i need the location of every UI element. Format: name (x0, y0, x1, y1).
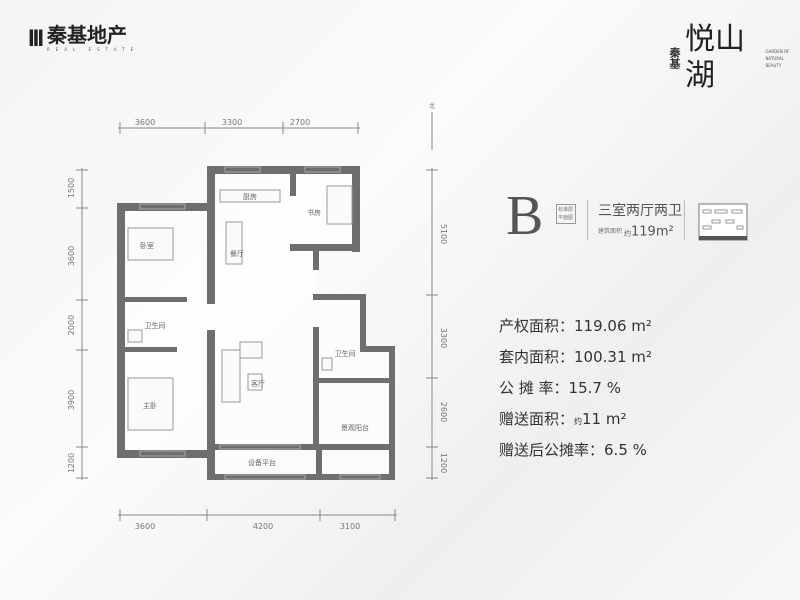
floor-area (121, 172, 391, 474)
north-label: 北 (429, 102, 435, 110)
dim-bottom-1: 3600 (135, 522, 155, 531)
study-bed-icon (326, 185, 353, 225)
bed-icon (127, 227, 174, 261)
stat-value: 100.31 (574, 348, 627, 366)
separator (587, 200, 588, 240)
stat-row: 赠送后公摊率：6.5 % (499, 439, 652, 470)
stat-value: 119.06 (574, 317, 627, 335)
unit-type-badge: 标准层平面图 (556, 204, 576, 224)
room-label-bathroom-1: 卫生间 (145, 321, 166, 330)
dim-top-2: 3300 (222, 118, 242, 127)
dimension-lines (76, 112, 438, 521)
stat-label: 产权面积： (499, 317, 575, 335)
kitchen-counter-icon (219, 189, 281, 203)
unit-type-letter: B (506, 185, 544, 247)
area-stats: 产权面积：119.06 m² 套内面积：100.31 m² 公 摊 率：15.7… (499, 315, 652, 470)
dim-right-3: 2600 (439, 402, 448, 422)
stat-row: 公 摊 率：15.7 % (499, 377, 652, 408)
stat-label: 套内面积： (499, 348, 575, 366)
key-plan-icon (698, 203, 748, 241)
unit-area: 建筑面积约119m² (598, 224, 674, 242)
toilet-icon (321, 357, 333, 371)
project-logo-tagline: GARDEN OF NATURAL BEAUTY (765, 48, 790, 68)
stat-unit: % (632, 441, 647, 459)
project-logo-name: 悦山湖 (685, 22, 745, 93)
project-logo: 秦基 悦山湖 GARDEN OF NATURAL BEAUTY (666, 22, 800, 94)
sofa-icon (221, 349, 241, 403)
dim-bottom-3: 3100 (340, 522, 360, 531)
room-label-study: 书房 (307, 208, 321, 217)
stat-label: 公 摊 率： (499, 379, 569, 397)
unit-area-prefix: 约 (624, 229, 632, 238)
dim-top-1: 3600 (135, 118, 155, 127)
stat-unit: m² (605, 410, 627, 428)
stat-unit: m² (631, 317, 652, 335)
stat-prefix: 约 (574, 417, 583, 426)
unit-layout: 三室两厅两卫 (598, 203, 682, 219)
stat-unit: m² (631, 348, 652, 366)
bed-icon (127, 377, 174, 431)
coffee-table-icon (247, 373, 263, 391)
dim-right-2: 3300 (439, 328, 448, 348)
developer-logo: III 秦基地产 REAL ESTATE (28, 24, 139, 53)
toilet-icon (127, 329, 143, 343)
developer-logo-mark: III (28, 24, 44, 52)
stat-row: 产权面积：119.06 m² (499, 315, 652, 346)
room-label-equipment-platform: 设备平台 (248, 458, 276, 467)
furniture (127, 185, 353, 431)
dim-right-1: 5100 (439, 224, 448, 244)
dining-table-icon (225, 221, 243, 265)
unit-area-unit: m² (655, 224, 674, 240)
dim-left-1: 1500 (67, 178, 76, 198)
room-label-balcony: 景观阳台 (341, 423, 369, 432)
room-label-bedroom: 卧室 (140, 241, 154, 250)
stat-value: 6.5 (604, 441, 628, 459)
armchair-icon (239, 341, 263, 359)
stat-value: 15.7 (568, 379, 602, 397)
room-label-kitchen: 厨房 (243, 192, 257, 201)
stat-row: 套内面积：100.31 m² (499, 346, 652, 377)
developer-subtitle: REAL ESTATE (47, 47, 140, 52)
dim-left-5: 1200 (67, 453, 76, 473)
stat-row: 赠送面积：约11 m² (499, 408, 652, 439)
dim-left-2: 3600 (67, 246, 76, 266)
room-label-dining: 餐厅 (230, 249, 244, 258)
stat-unit: % (606, 379, 621, 397)
dim-bottom-2: 4200 (253, 522, 273, 531)
room-label-bathroom-2: 卫生间 (335, 349, 356, 358)
dim-left-3: 2000 (67, 315, 76, 335)
project-logo-prefix: 秦基 (668, 47, 681, 69)
stat-label: 赠送面积： (499, 410, 575, 428)
dim-top-3: 2700 (290, 118, 310, 127)
dim-left-4: 3900 (67, 390, 76, 410)
windows (139, 166, 381, 480)
stat-label: 赠送后公摊率： (499, 441, 605, 459)
unit-area-label: 建筑面积 (598, 228, 623, 235)
stat-value: 11 (582, 410, 602, 428)
separator (684, 200, 685, 240)
room-label-master-bedroom: 主卧 (143, 401, 157, 410)
developer-name: 秦基地产 (47, 23, 128, 47)
room-label-living: 客厅 (251, 379, 265, 388)
dim-right-4: 1200 (439, 453, 448, 473)
unit-area-value: 119 (631, 224, 656, 240)
walls (117, 166, 395, 480)
